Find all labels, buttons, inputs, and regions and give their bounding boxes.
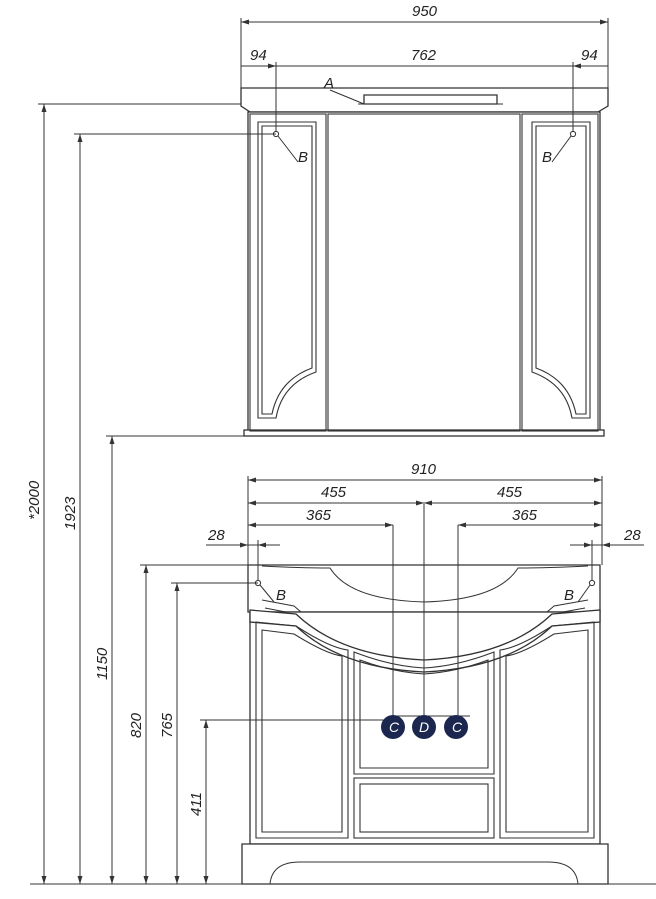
dim-mirror-offset-left: 94 bbox=[250, 47, 267, 64]
dim-mirror-offset-right: 94 bbox=[581, 47, 598, 64]
marker-b-vanity-right: B bbox=[564, 587, 574, 604]
badge-c-left-label: C bbox=[389, 719, 400, 735]
mirror-lamp bbox=[363, 94, 498, 105]
dim-height-mirror-bottom: 1150 bbox=[94, 647, 111, 680]
dim-edge-right: 28 bbox=[623, 527, 641, 544]
dimension-labels: 950 762 94 94 A B B 910 455 455 365 365 … bbox=[26, 3, 641, 816]
mirror-cabinet bbox=[240, 87, 609, 437]
dim-height-total: *2000 bbox=[26, 480, 43, 520]
mirror-left-door-panel bbox=[257, 121, 317, 419]
marker-b-vanity-left: B bbox=[276, 587, 286, 604]
mirror-right-door-panel bbox=[531, 121, 591, 419]
dim-pipe-left: 365 bbox=[306, 507, 332, 524]
dim-height-points-b: 765 bbox=[159, 712, 176, 738]
mirror-right-door bbox=[521, 113, 599, 432]
height-dimensions bbox=[30, 103, 656, 885]
dim-height-vanity-top: 820 bbox=[128, 712, 145, 738]
dim-vanity-half-left: 455 bbox=[321, 484, 347, 501]
dim-edge-left: 28 bbox=[207, 527, 225, 544]
dim-height-points-cd: 411 bbox=[188, 792, 205, 816]
connection-points: C D C bbox=[381, 715, 470, 739]
mirror-dimensions bbox=[240, 18, 609, 132]
badge-c-right bbox=[444, 715, 468, 739]
marker-b-mirror-left: B bbox=[298, 149, 308, 166]
dim-vanity-half-right: 455 bbox=[497, 484, 523, 501]
vanity-dimensions bbox=[206, 476, 644, 580]
vanity-cabinet bbox=[241, 504, 609, 885]
badge-d-center-label: D bbox=[419, 719, 429, 735]
marker-a: A bbox=[323, 75, 334, 92]
vanity-top-drawer bbox=[353, 651, 495, 775]
badge-d-center bbox=[412, 715, 436, 739]
mirror-body bbox=[247, 111, 601, 434]
vanity-right-door bbox=[499, 621, 595, 839]
dim-vanity-total: 910 bbox=[411, 461, 437, 478]
dim-mirror-total: 950 bbox=[412, 3, 438, 20]
dim-height-mirror-points: 1923 bbox=[62, 496, 79, 530]
mirror-base bbox=[243, 429, 605, 437]
marker-b-mirror-right: B bbox=[542, 149, 552, 166]
vanity-left-door bbox=[255, 621, 349, 839]
mirror-left-door bbox=[249, 113, 327, 432]
mirror-center bbox=[327, 113, 521, 432]
badge-c-right-label: C bbox=[452, 719, 463, 735]
vanity-bottom-drawer bbox=[353, 777, 495, 839]
badge-c-left bbox=[381, 715, 405, 739]
vanity-plinth bbox=[241, 843, 609, 885]
vanity-mount-b-right bbox=[588, 579, 596, 587]
dim-mirror-inner: 762 bbox=[411, 47, 437, 64]
dim-pipe-right: 365 bbox=[512, 507, 538, 524]
